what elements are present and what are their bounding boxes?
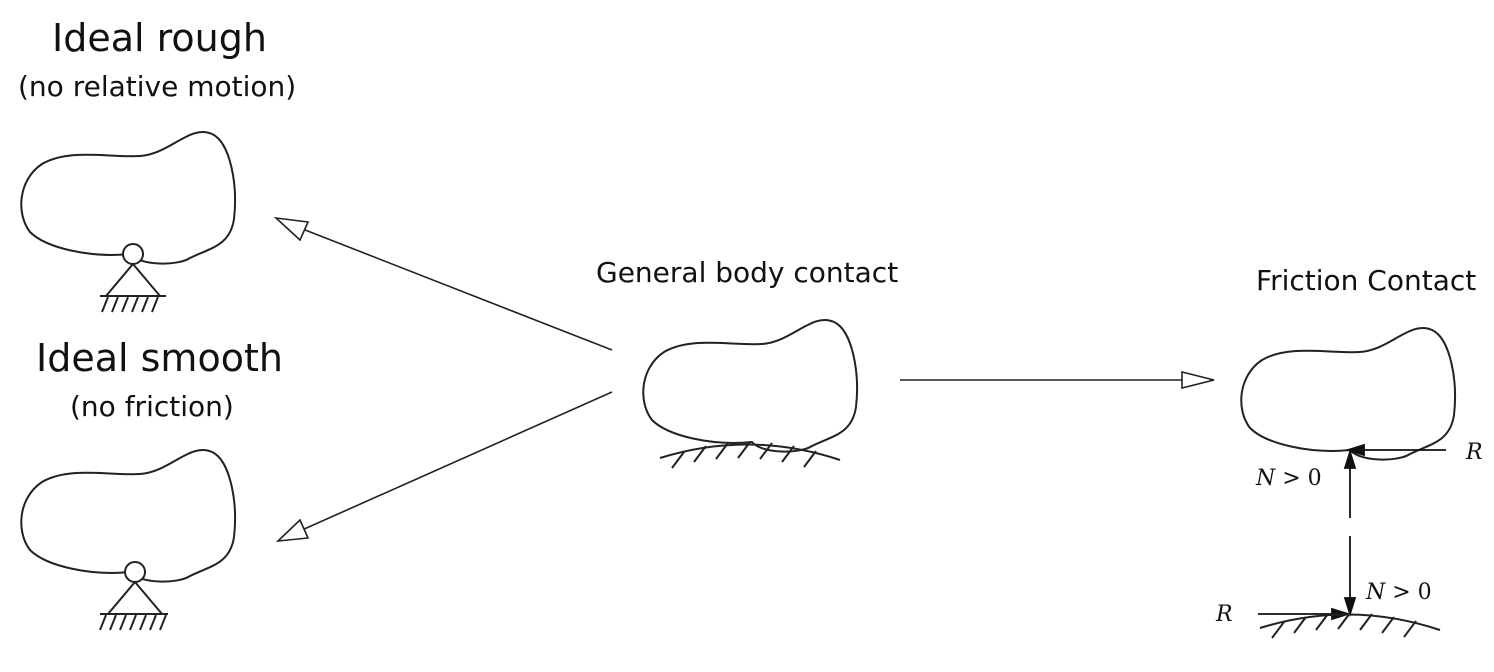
normal-bottom-relation: >: [1385, 580, 1418, 605]
normal-bottom-var: N: [1366, 580, 1386, 605]
normal-force-bottom-arrow: [1343, 536, 1357, 618]
friction-contact-body: [1240, 326, 1457, 461]
friction-force-top-arrow: [1344, 443, 1446, 457]
general-contact-ground: [659, 441, 841, 469]
ideal-smooth-pin-support: [99, 561, 168, 631]
arrow-to-friction-contact: [900, 370, 1215, 390]
general-contact-title: General body contact: [596, 256, 899, 289]
normal-top-var: N: [1256, 466, 1276, 491]
normal-force-top-arrow: [1343, 448, 1357, 518]
normal-force-top-label: N > 0: [1256, 466, 1322, 491]
ideal-smooth-body: [20, 448, 237, 583]
normal-top-relation: >: [1275, 466, 1308, 491]
ideal-rough-body: [20, 130, 237, 265]
normal-force-bottom-label: N > 0: [1366, 580, 1432, 605]
friction-contact-ground: [1259, 612, 1441, 639]
ideal-smooth-title: Ideal smooth: [36, 336, 283, 380]
general-contact-body: [642, 318, 859, 453]
ideal-smooth-subtitle: (no friction): [70, 390, 234, 423]
ideal-rough-subtitle: (no relative motion): [18, 70, 297, 103]
ideal-rough-pin-support: [100, 243, 166, 313]
normal-top-value: 0: [1307, 466, 1322, 491]
arrow-to-ideal-rough: [273, 216, 613, 351]
ideal-rough-title: Ideal rough: [52, 16, 267, 60]
normal-bottom-value: 0: [1417, 580, 1432, 605]
friction-force-bottom-label: R: [1216, 602, 1233, 627]
friction-force-top-label: R: [1466, 440, 1483, 465]
arrow-to-ideal-smooth: [275, 391, 613, 543]
friction-contact-title: Friction Contact: [1256, 264, 1477, 297]
